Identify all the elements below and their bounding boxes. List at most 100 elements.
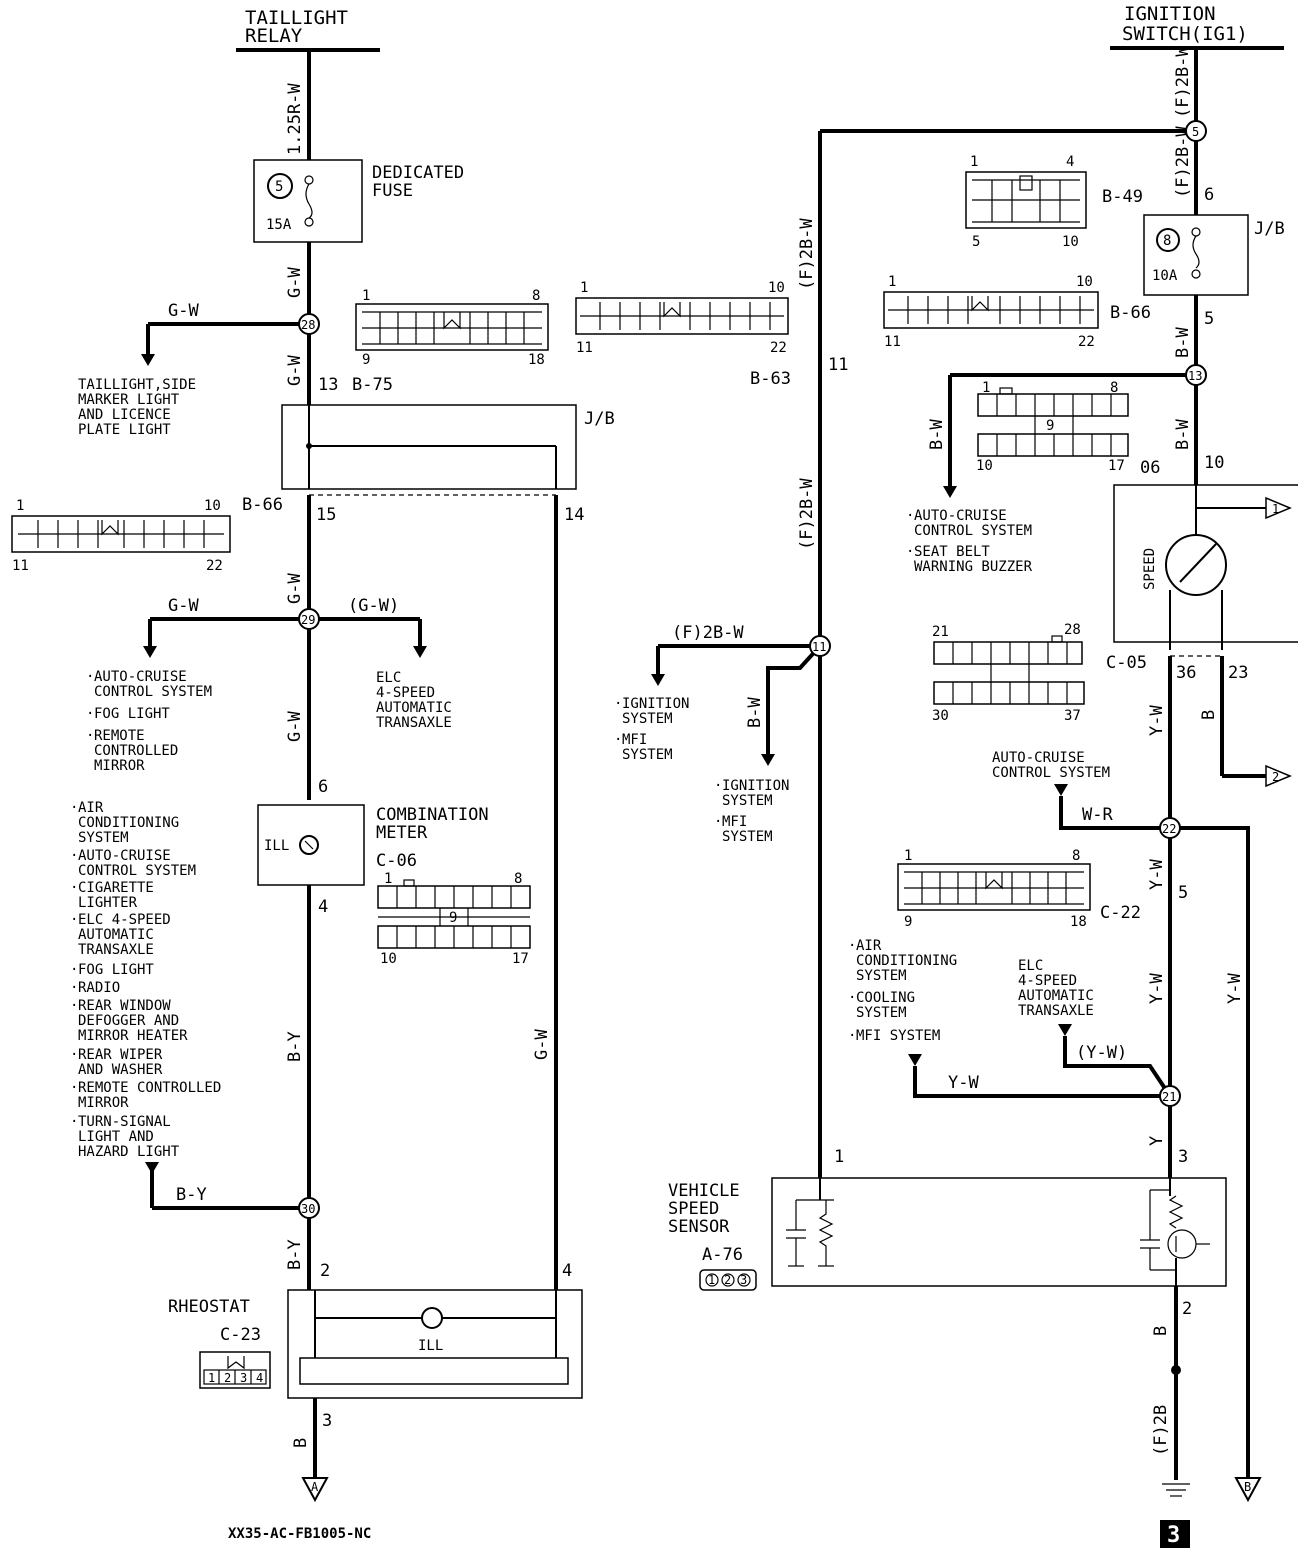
c22-num-18: 18 <box>1070 914 1087 930</box>
branch-29r-3: AUTOMATIC <box>376 700 452 716</box>
conn-fl-num-10: 10 <box>204 498 221 514</box>
b66r-num-10: 10 <box>1076 274 1093 290</box>
footer-code: XX35-AC-FB1005-NC <box>228 1526 371 1542</box>
arrow-down-icon <box>943 486 957 498</box>
b66r-num-11: 11 <box>884 334 901 350</box>
pin-5-c22: 5 <box>1178 883 1188 903</box>
branch-29r-4: TRANSAXLE <box>376 715 452 731</box>
page-badge-box <box>1160 1520 1190 1548</box>
wire-label-by-30: B-Y <box>176 1185 207 1205</box>
ground-b-icon <box>1234 1477 1262 1503</box>
pin-4-left: 4 <box>318 897 328 917</box>
connector-c05-top <box>933 641 1083 665</box>
conn-left-num-8: 8 <box>532 288 540 304</box>
c06-num-10: 10 <box>380 951 397 967</box>
svg-text:·: · <box>70 1114 78 1130</box>
arrow-down-icon <box>141 354 155 366</box>
svg-text:FOG LIGHT: FOG LIGHT <box>78 962 154 978</box>
wire-label-gw-3: G-W <box>285 573 305 604</box>
branch-30-list: · AIR CONDITIONING SYSTEM · AUTO-CRUISE … <box>70 800 221 1160</box>
c23-pin-3: 3 <box>240 1371 247 1385</box>
svg-text:RADIO: RADIO <box>78 980 120 996</box>
branch-29-bullet-1a: · <box>86 669 94 685</box>
wire-label-b-left: B <box>291 1438 311 1448</box>
connector-b66-right-grid <box>888 296 1094 324</box>
connector-upper-right-top <box>977 393 1129 417</box>
pin-36: 36 <box>1176 663 1196 683</box>
ground-a-icon <box>301 1477 329 1503</box>
fuse-terminal-top <box>304 175 314 185</box>
svg-text:REMOTE CONTROLLED: REMOTE CONTROLLED <box>78 1080 221 1096</box>
svg-text:CONTROL SYSTEM: CONTROL SYSTEM <box>78 863 196 879</box>
wire-label-wr: W-R <box>1082 805 1113 825</box>
branch-29-item1-a: AUTO-CRUISE <box>94 669 187 685</box>
pin-2-rheostat: 2 <box>320 1261 330 1281</box>
pin-2-vss: 2 <box>1182 1299 1192 1319</box>
conn-left-num-9: 9 <box>362 352 370 368</box>
jb-dot <box>306 443 312 449</box>
conn-mid-num-22: 22 <box>770 340 787 356</box>
wire-yw-21-right <box>1063 1036 1172 1098</box>
pin-13-left: 13 <box>318 375 338 395</box>
b49-num-4: 4 <box>1066 154 1074 170</box>
connector-b66-left: B-66 <box>242 495 283 515</box>
c22-num-9: 9 <box>904 914 912 930</box>
connector-c22-label: C-22 <box>1100 903 1141 923</box>
off-page-1-icon <box>1265 496 1292 520</box>
branch-21l-item2-b: SYSTEM <box>856 1005 907 1021</box>
branch-29-item3-b: CONTROLLED <box>94 743 178 759</box>
vss-box <box>771 1177 1227 1287</box>
connector-b66-right-label: B-66 <box>1110 303 1151 323</box>
conn-left-num-1: 1 <box>362 288 370 304</box>
branch-21l-item1-a: AIR <box>856 938 882 954</box>
fuse-r-terminal-top <box>1191 227 1201 237</box>
c06-num-1: 1 <box>384 871 392 887</box>
arrow-up-icon <box>1054 784 1068 796</box>
wire-label-f2bw-4: (F)2B-W <box>797 478 817 550</box>
svg-text:AUTO-CRUISE: AUTO-CRUISE <box>78 848 171 864</box>
fuse-label-1: DEDICATED <box>372 163 464 183</box>
conn-mid-num-1: 1 <box>580 280 588 296</box>
connector-b75: B-75 <box>352 375 393 395</box>
cur-num-8: 8 <box>1110 380 1118 396</box>
cur-num-1: 1 <box>982 380 990 396</box>
connector-b63: B-63 <box>750 369 791 389</box>
branch-taillight-2: MARKER LIGHT <box>78 392 180 408</box>
branch-13-item1-b: CONTROL SYSTEM <box>914 523 1032 539</box>
c06-num-9: 9 <box>449 910 457 926</box>
branch-11b-item2-b: SYSTEM <box>722 829 773 845</box>
connector-b49 <box>965 171 1087 229</box>
svg-text:MIRROR HEATER: MIRROR HEATER <box>78 1028 188 1044</box>
pin-11-b63: 11 <box>828 355 848 375</box>
branch-29-item1-b: CONTROL SYSTEM <box>94 684 212 700</box>
ill-lamp-icon-x <box>304 840 314 850</box>
branch-11a-item1-b: SYSTEM <box>622 711 673 727</box>
branch-29-bullet-3: · <box>86 728 94 744</box>
conn-fl-num-1: 1 <box>16 498 24 514</box>
title-taillight-relay-2: RELAY <box>245 25 303 47</box>
b66r-num-1: 1 <box>888 274 896 290</box>
svg-text:TURN-SIGNAL: TURN-SIGNAL <box>78 1114 171 1130</box>
wire-label-125rw: 1.25R-W <box>285 83 305 155</box>
jb-box-left <box>281 404 577 490</box>
wire-label-gw-4: G-W <box>285 711 305 742</box>
speed-label: SPEED <box>1142 548 1158 590</box>
branch-11a-item2-a: MFI <box>622 732 647 748</box>
branch-13-item1-a: AUTO-CRUISE <box>914 508 1007 524</box>
wire-label-by-2: B-Y <box>285 1239 305 1270</box>
connector-b66-right <box>883 291 1099 329</box>
connector-22pin-farleft-grid <box>18 520 224 548</box>
connector-upper-right-grid <box>996 387 1112 456</box>
off-page-1-label: 1 <box>1272 502 1279 516</box>
speedometer-gauge-icon <box>1165 534 1227 596</box>
connector-c05-grid <box>952 635 1068 704</box>
arrow-down-icon <box>143 646 157 658</box>
svg-text:REAR WIPER: REAR WIPER <box>78 1047 163 1063</box>
pin-23: 23 <box>1228 663 1248 683</box>
arrow-down-icon <box>651 674 665 686</box>
svg-text:AUTOMATIC: AUTOMATIC <box>78 927 154 943</box>
cur-num-17: 17 <box>1108 458 1125 474</box>
a76-pin-3-icon <box>737 1273 751 1287</box>
branch-21l-item1-b: CONDITIONING <box>856 953 957 969</box>
wire-label-gw-2: G-W <box>285 355 305 386</box>
